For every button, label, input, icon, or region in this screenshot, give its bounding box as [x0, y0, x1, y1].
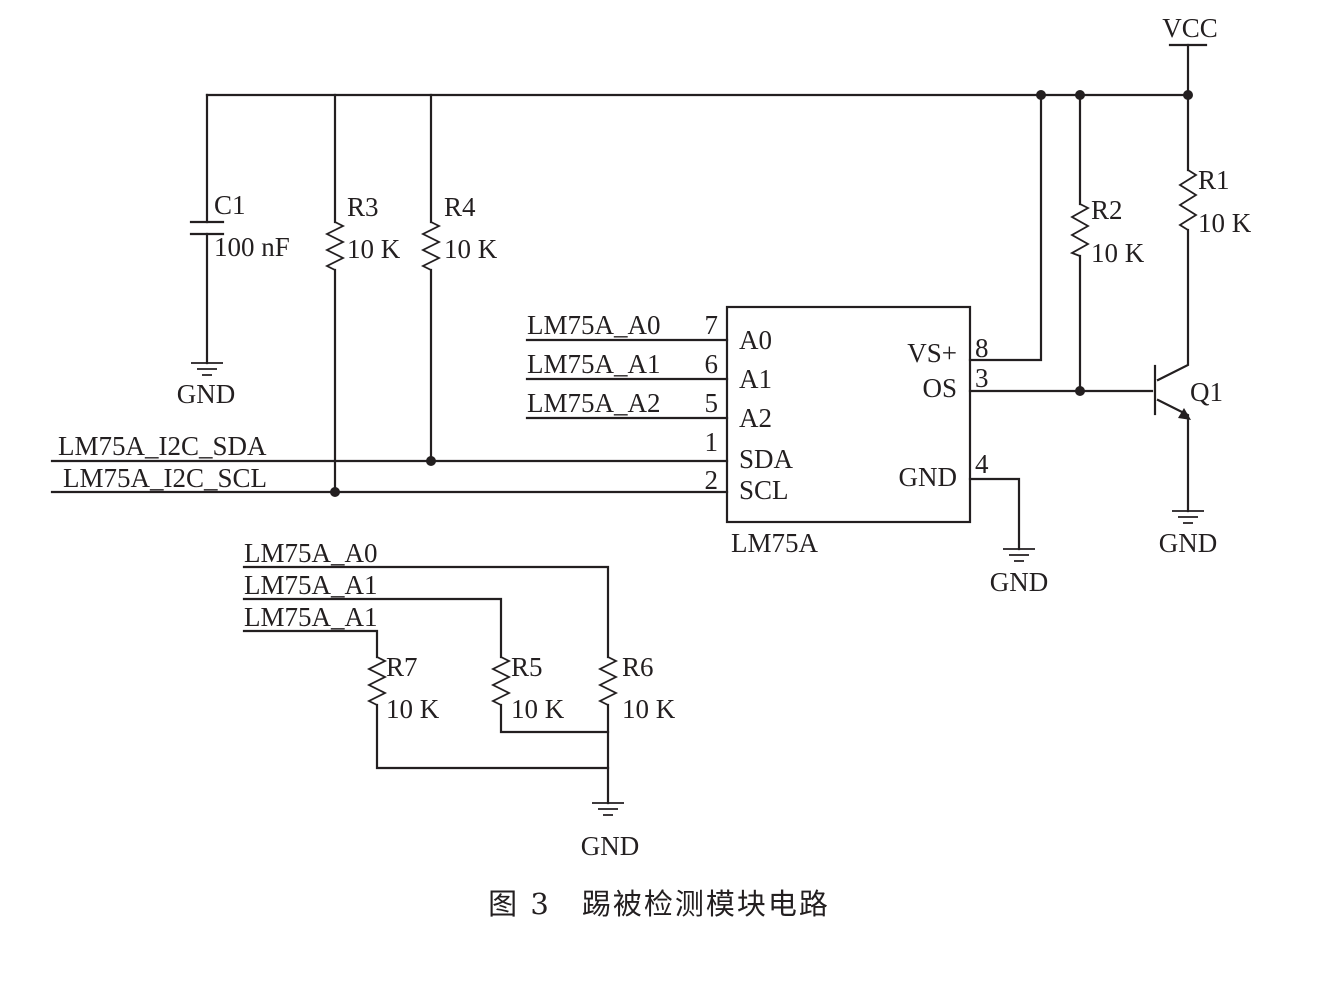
- r7-bottom-wire: [375, 703, 610, 770]
- junction-dot: [1183, 90, 1193, 100]
- resistors: [324, 169, 1198, 706]
- pin-number: 8: [975, 333, 989, 363]
- pin-number: 6: [705, 349, 719, 379]
- net-label-sda: LM75A_I2C_SDA: [58, 431, 267, 461]
- pin-name: SCL: [739, 475, 789, 505]
- wires: [50, 43, 1208, 805]
- pin-name: A1: [739, 364, 772, 394]
- r6-ref: R6: [622, 652, 654, 682]
- pin-name: VS+: [907, 338, 957, 368]
- r1-ref: R1: [1198, 165, 1230, 195]
- r5-value: 10 K: [511, 694, 565, 724]
- transistor-q1: [1153, 364, 1191, 420]
- net-label-a1: LM75A_A1: [527, 349, 661, 379]
- junction-dot: [330, 487, 340, 497]
- ground-icon: [1172, 510, 1204, 524]
- junction-dot: [1075, 90, 1085, 100]
- r5-ref: R5: [511, 652, 543, 682]
- gnd-label: GND: [581, 831, 640, 861]
- resistor-r1-symbol: [1178, 169, 1198, 231]
- figure-caption: 图 3 踢被检测模块电路: [488, 887, 830, 921]
- net-label-a0: LM75A_A0: [244, 538, 378, 568]
- pin-number: 7: [705, 310, 719, 340]
- net-a1-wire: [242, 597, 503, 659]
- r5-bottom-wire: [499, 703, 610, 734]
- ic-name: LM75A: [731, 528, 819, 558]
- pin-number: 5: [705, 388, 719, 418]
- net-a1b-wire: [242, 629, 379, 659]
- ground-icon: [1003, 548, 1035, 562]
- net-a0-wire: [242, 565, 610, 659]
- q1-ref: Q1: [1190, 377, 1223, 407]
- resistor-r6-symbol: [597, 656, 619, 706]
- net-label-a1: LM75A_A1: [244, 570, 378, 600]
- r3-value: 10 K: [347, 234, 401, 264]
- r3-ref: R3: [347, 192, 379, 222]
- r4-value: 10 K: [444, 234, 498, 264]
- emitter-arrow-icon: [1178, 408, 1191, 420]
- r7-ref: R7: [386, 652, 418, 682]
- r6-value: 10 K: [622, 694, 676, 724]
- q1-collector-wire: [1156, 228, 1190, 382]
- vcc-label: VCC: [1162, 13, 1218, 43]
- ic-gnd-wire: [968, 477, 1021, 551]
- c1-value: 100 nF: [214, 232, 290, 262]
- pin-number: 1: [705, 427, 719, 457]
- net-label-a0: LM75A_A0: [527, 310, 661, 340]
- ground-icon: [592, 802, 624, 816]
- net-label-scl: LM75A_I2C_SCL: [63, 463, 267, 493]
- pin-number: 3: [975, 363, 989, 393]
- ground-icon: [191, 362, 223, 376]
- gnd-label: GND: [1159, 528, 1218, 558]
- net-label-a1: LM75A_A1: [244, 602, 378, 632]
- r1-value: 10 K: [1198, 208, 1252, 238]
- resistor-r7-symbol: [366, 656, 388, 706]
- lm75a-ic-body: [725, 305, 972, 524]
- r7-value: 10 K: [386, 694, 440, 724]
- pin-name: OS: [922, 373, 957, 403]
- net-label-a2: LM75A_A2: [527, 388, 661, 418]
- junctions: [330, 90, 1193, 497]
- ground-symbols: [191, 362, 1204, 816]
- r4-ref: R4: [444, 192, 476, 222]
- capacitor-c1: [189, 220, 225, 236]
- pin-name: A0: [739, 325, 772, 355]
- labels: VCC GND GND GND GND C1 100 nF R3 10 K R4…: [58, 13, 1252, 921]
- r2-value: 10 K: [1091, 238, 1145, 268]
- junction-dot: [1075, 386, 1085, 396]
- pin-name: SDA: [739, 444, 794, 474]
- resistor-r5-symbol: [490, 656, 512, 706]
- gnd-label: GND: [177, 379, 236, 409]
- resistor-r2-symbol: [1069, 203, 1090, 257]
- gnd-label: GND: [990, 567, 1049, 597]
- pin-name: A2: [739, 403, 772, 433]
- pin-name: GND: [899, 462, 958, 492]
- junction-dot: [426, 456, 436, 466]
- junction-dot: [1036, 90, 1046, 100]
- resistor-r3-symbol: [324, 221, 346, 271]
- pin-number: 2: [705, 465, 719, 495]
- vs-wire: [968, 93, 1043, 362]
- pin-number: 4: [975, 449, 989, 479]
- c1-ref: C1: [214, 190, 246, 220]
- resistor-r4-symbol: [420, 221, 442, 271]
- r2-ref: R2: [1091, 195, 1123, 225]
